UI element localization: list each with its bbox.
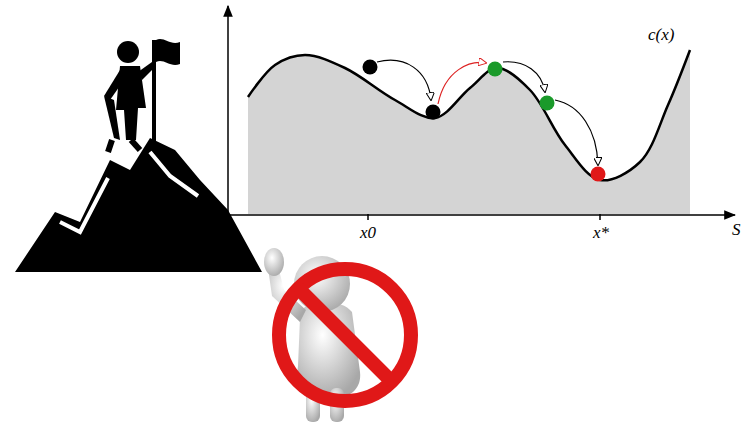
search-moves	[363, 60, 606, 182]
cost-curve	[248, 50, 690, 180]
stop-icon	[264, 248, 411, 422]
cost-area	[248, 50, 690, 214]
climber-icon	[15, 39, 262, 272]
axis-label: x*	[593, 224, 609, 241]
axis-label: S	[732, 221, 741, 238]
axis-label: x0	[360, 224, 376, 241]
x-axis	[228, 214, 735, 216]
y-axis	[227, 6, 229, 215]
curve-label: c(x)	[648, 26, 674, 43]
